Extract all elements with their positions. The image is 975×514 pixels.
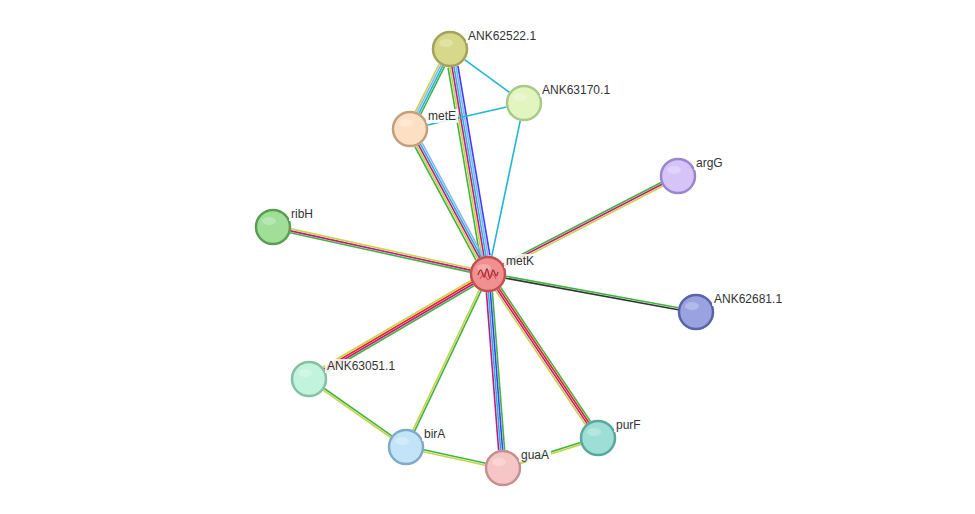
interaction-edge bbox=[323, 281, 474, 373]
node-label: metE bbox=[426, 109, 458, 123]
evidence-stripe bbox=[492, 121, 521, 257]
protein-node: metK bbox=[469, 255, 507, 293]
evidence-stripe bbox=[422, 143, 483, 256]
node-label: ANK63051.1 bbox=[325, 359, 397, 373]
node-label: argG bbox=[694, 156, 725, 170]
evidence-stripe bbox=[415, 147, 476, 260]
evidence-stripe bbox=[497, 290, 587, 424]
evidence-stripe bbox=[505, 186, 663, 267]
evidence-stripe bbox=[324, 389, 392, 436]
interaction-edge bbox=[520, 442, 581, 463]
interaction-edge bbox=[290, 229, 471, 272]
evidence-stripe bbox=[415, 64, 439, 112]
node-circle bbox=[387, 428, 425, 466]
evidence-stripe bbox=[290, 233, 470, 272]
protein-node: ANK63051.1 bbox=[290, 360, 328, 398]
evidence-stripe bbox=[488, 292, 500, 450]
interaction-edge bbox=[413, 290, 481, 431]
node-label: metK bbox=[504, 254, 536, 268]
evidence-stripe bbox=[291, 231, 471, 270]
evidence-stripe bbox=[323, 390, 391, 437]
evidence-stripe bbox=[486, 292, 498, 450]
evidence-stripe bbox=[291, 229, 471, 268]
interaction-edge bbox=[415, 64, 444, 114]
protein-node: purF bbox=[579, 419, 617, 457]
protein-node: ANK63170.1 bbox=[505, 84, 543, 122]
protein-node: metE bbox=[391, 110, 429, 148]
interaction-edge bbox=[415, 143, 483, 260]
interaction-edge bbox=[486, 292, 504, 451]
evidence-stripe bbox=[506, 278, 679, 310]
interaction-edge bbox=[323, 389, 392, 438]
interaction-edge bbox=[448, 66, 490, 257]
evidence-stripe bbox=[496, 291, 586, 425]
evidence-stripe bbox=[520, 442, 581, 461]
node-label: ANK62681.1 bbox=[712, 292, 784, 306]
protein-node: ANK62681.1 bbox=[677, 293, 715, 331]
evidence-stripe bbox=[413, 290, 480, 430]
node-label: birA bbox=[422, 427, 447, 441]
node-circle bbox=[505, 84, 543, 122]
evidence-stripe bbox=[465, 60, 510, 93]
evidence-stripe bbox=[499, 288, 589, 422]
evidence-stripe bbox=[501, 287, 591, 421]
node-label: ribH bbox=[289, 207, 315, 221]
evidence-stripe bbox=[503, 182, 661, 263]
evidence-stripe bbox=[415, 291, 482, 431]
node-circle bbox=[431, 30, 469, 68]
protein-node: guaA bbox=[484, 449, 522, 487]
evidence-stripe bbox=[419, 145, 480, 258]
node-label: purF bbox=[614, 418, 643, 432]
node-circle bbox=[484, 449, 522, 487]
node-circle bbox=[254, 208, 292, 246]
interaction-edge bbox=[423, 450, 485, 465]
interaction-edge bbox=[503, 182, 663, 267]
node-circle bbox=[579, 419, 617, 457]
protein-node: ribH bbox=[254, 208, 292, 246]
node-circle bbox=[659, 157, 697, 195]
node-label: guaA bbox=[519, 448, 551, 462]
evidence-stripe bbox=[417, 65, 441, 113]
evidence-stripe bbox=[417, 146, 478, 259]
evidence-stripe bbox=[423, 452, 485, 465]
evidence-stripe bbox=[419, 66, 443, 114]
node-circle bbox=[290, 360, 328, 398]
evidence-stripe bbox=[325, 284, 473, 371]
evidence-stripe bbox=[421, 66, 445, 114]
node-circle bbox=[391, 110, 429, 148]
evidence-stripe bbox=[506, 276, 679, 308]
node-circle bbox=[469, 255, 507, 293]
protein-node: argG bbox=[659, 157, 697, 195]
node-label: ANK63170.1 bbox=[540, 83, 612, 97]
evidence-stripe bbox=[420, 144, 481, 257]
node-label: ANK62522.1 bbox=[466, 29, 538, 43]
protein-node: ANK62522.1 bbox=[431, 30, 469, 68]
interaction-edge bbox=[492, 121, 521, 257]
evidence-stripe bbox=[424, 450, 486, 463]
node-circle bbox=[677, 293, 715, 331]
protein-node: birA bbox=[387, 428, 425, 466]
interaction-edge bbox=[465, 60, 510, 93]
interaction-edge bbox=[506, 276, 679, 309]
interaction-edge bbox=[496, 287, 591, 424]
